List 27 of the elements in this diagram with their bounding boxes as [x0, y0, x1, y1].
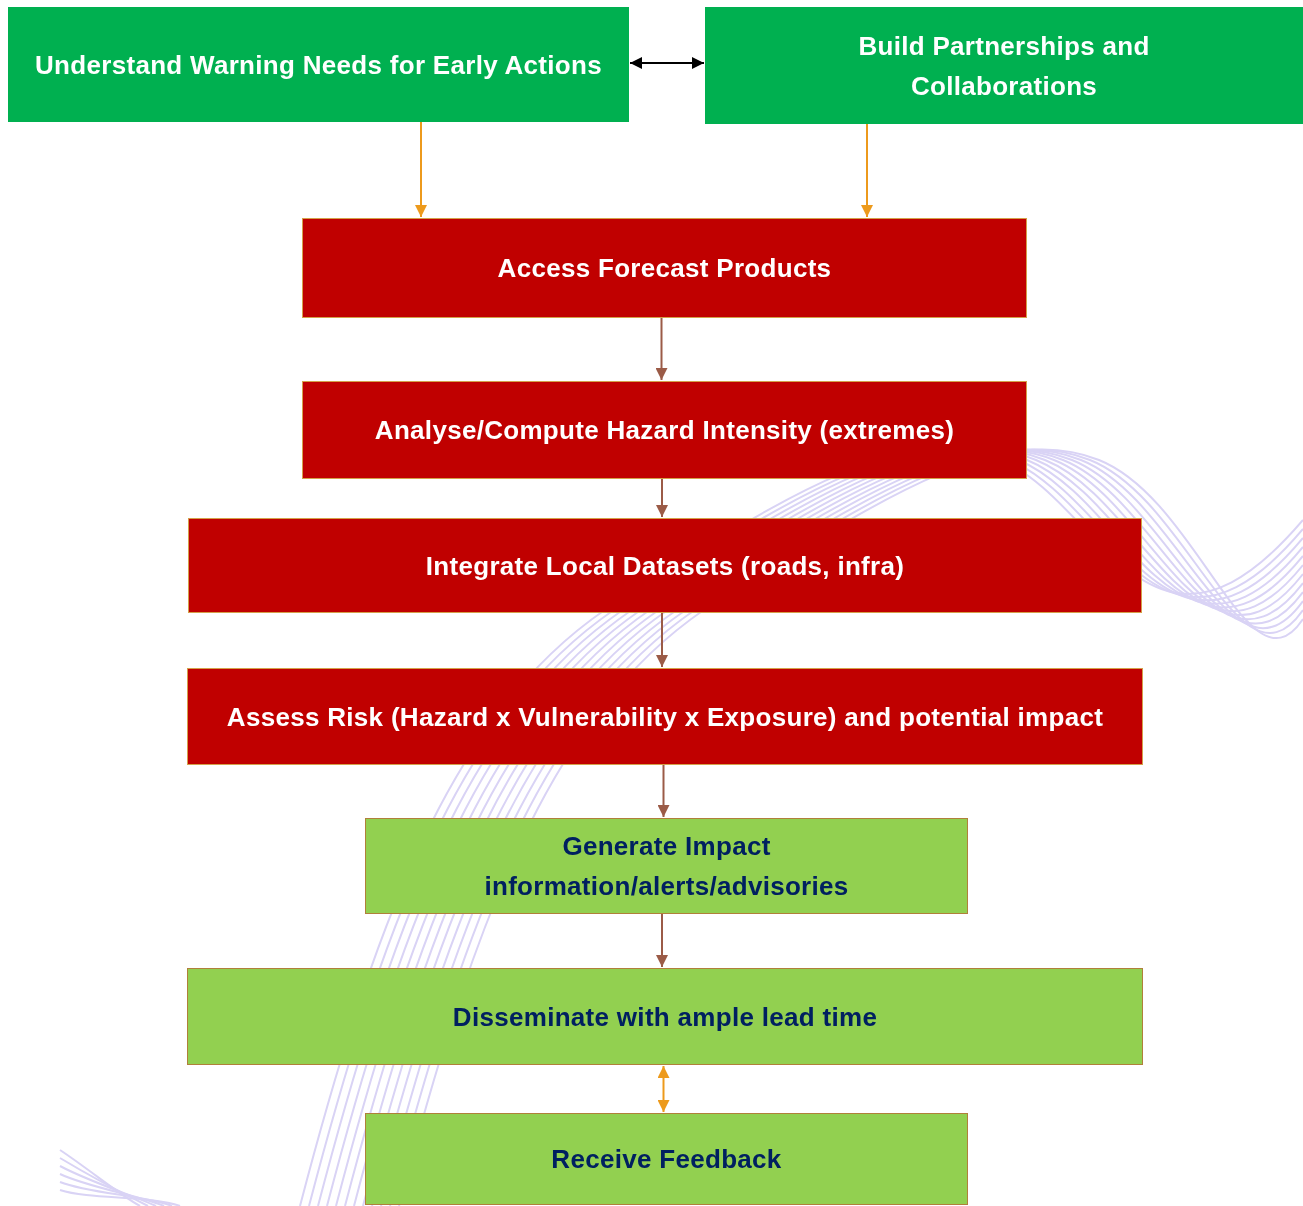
stakeholder-box: [8, 7, 629, 122]
process-box: [302, 218, 1027, 318]
arrow: [415, 121, 427, 218]
process-box: [188, 518, 1142, 613]
arrow: [657, 764, 670, 818]
output-box: [187, 968, 1143, 1065]
arrow: [861, 123, 873, 218]
arrow: [656, 612, 668, 668]
arrow: [656, 913, 668, 968]
arrow: [657, 1065, 670, 1113]
stakeholder-box: [705, 7, 1303, 124]
step-text: Generate Impact information/alerts/advisories: [483, 830, 850, 903]
arrow: [629, 57, 705, 69]
process-box: [187, 668, 1143, 765]
step-text: Receive Feedback: [550, 1143, 783, 1176]
arrow: [655, 317, 668, 381]
step-text: Assess Risk (Hazard x Vulnerability x Exposure) and potential impact: [225, 700, 1105, 734]
step-text: Understand Warning Needs for Early Actions: [34, 48, 603, 82]
step-text: Analyse/Compute Hazard Intensity (extremes): [373, 414, 956, 447]
arrow: [656, 478, 668, 518]
step-text: Build Partnerships and Collaborations: [857, 29, 1151, 103]
step-text: Access Forecast Products: [496, 252, 833, 285]
step-text: Disseminate with ample lead time: [451, 1000, 879, 1034]
output-box: [365, 818, 968, 914]
output-box: [365, 1113, 968, 1205]
process-box: [302, 381, 1027, 479]
step-text: Integrate Local Datasets (roads, infra): [424, 549, 906, 583]
